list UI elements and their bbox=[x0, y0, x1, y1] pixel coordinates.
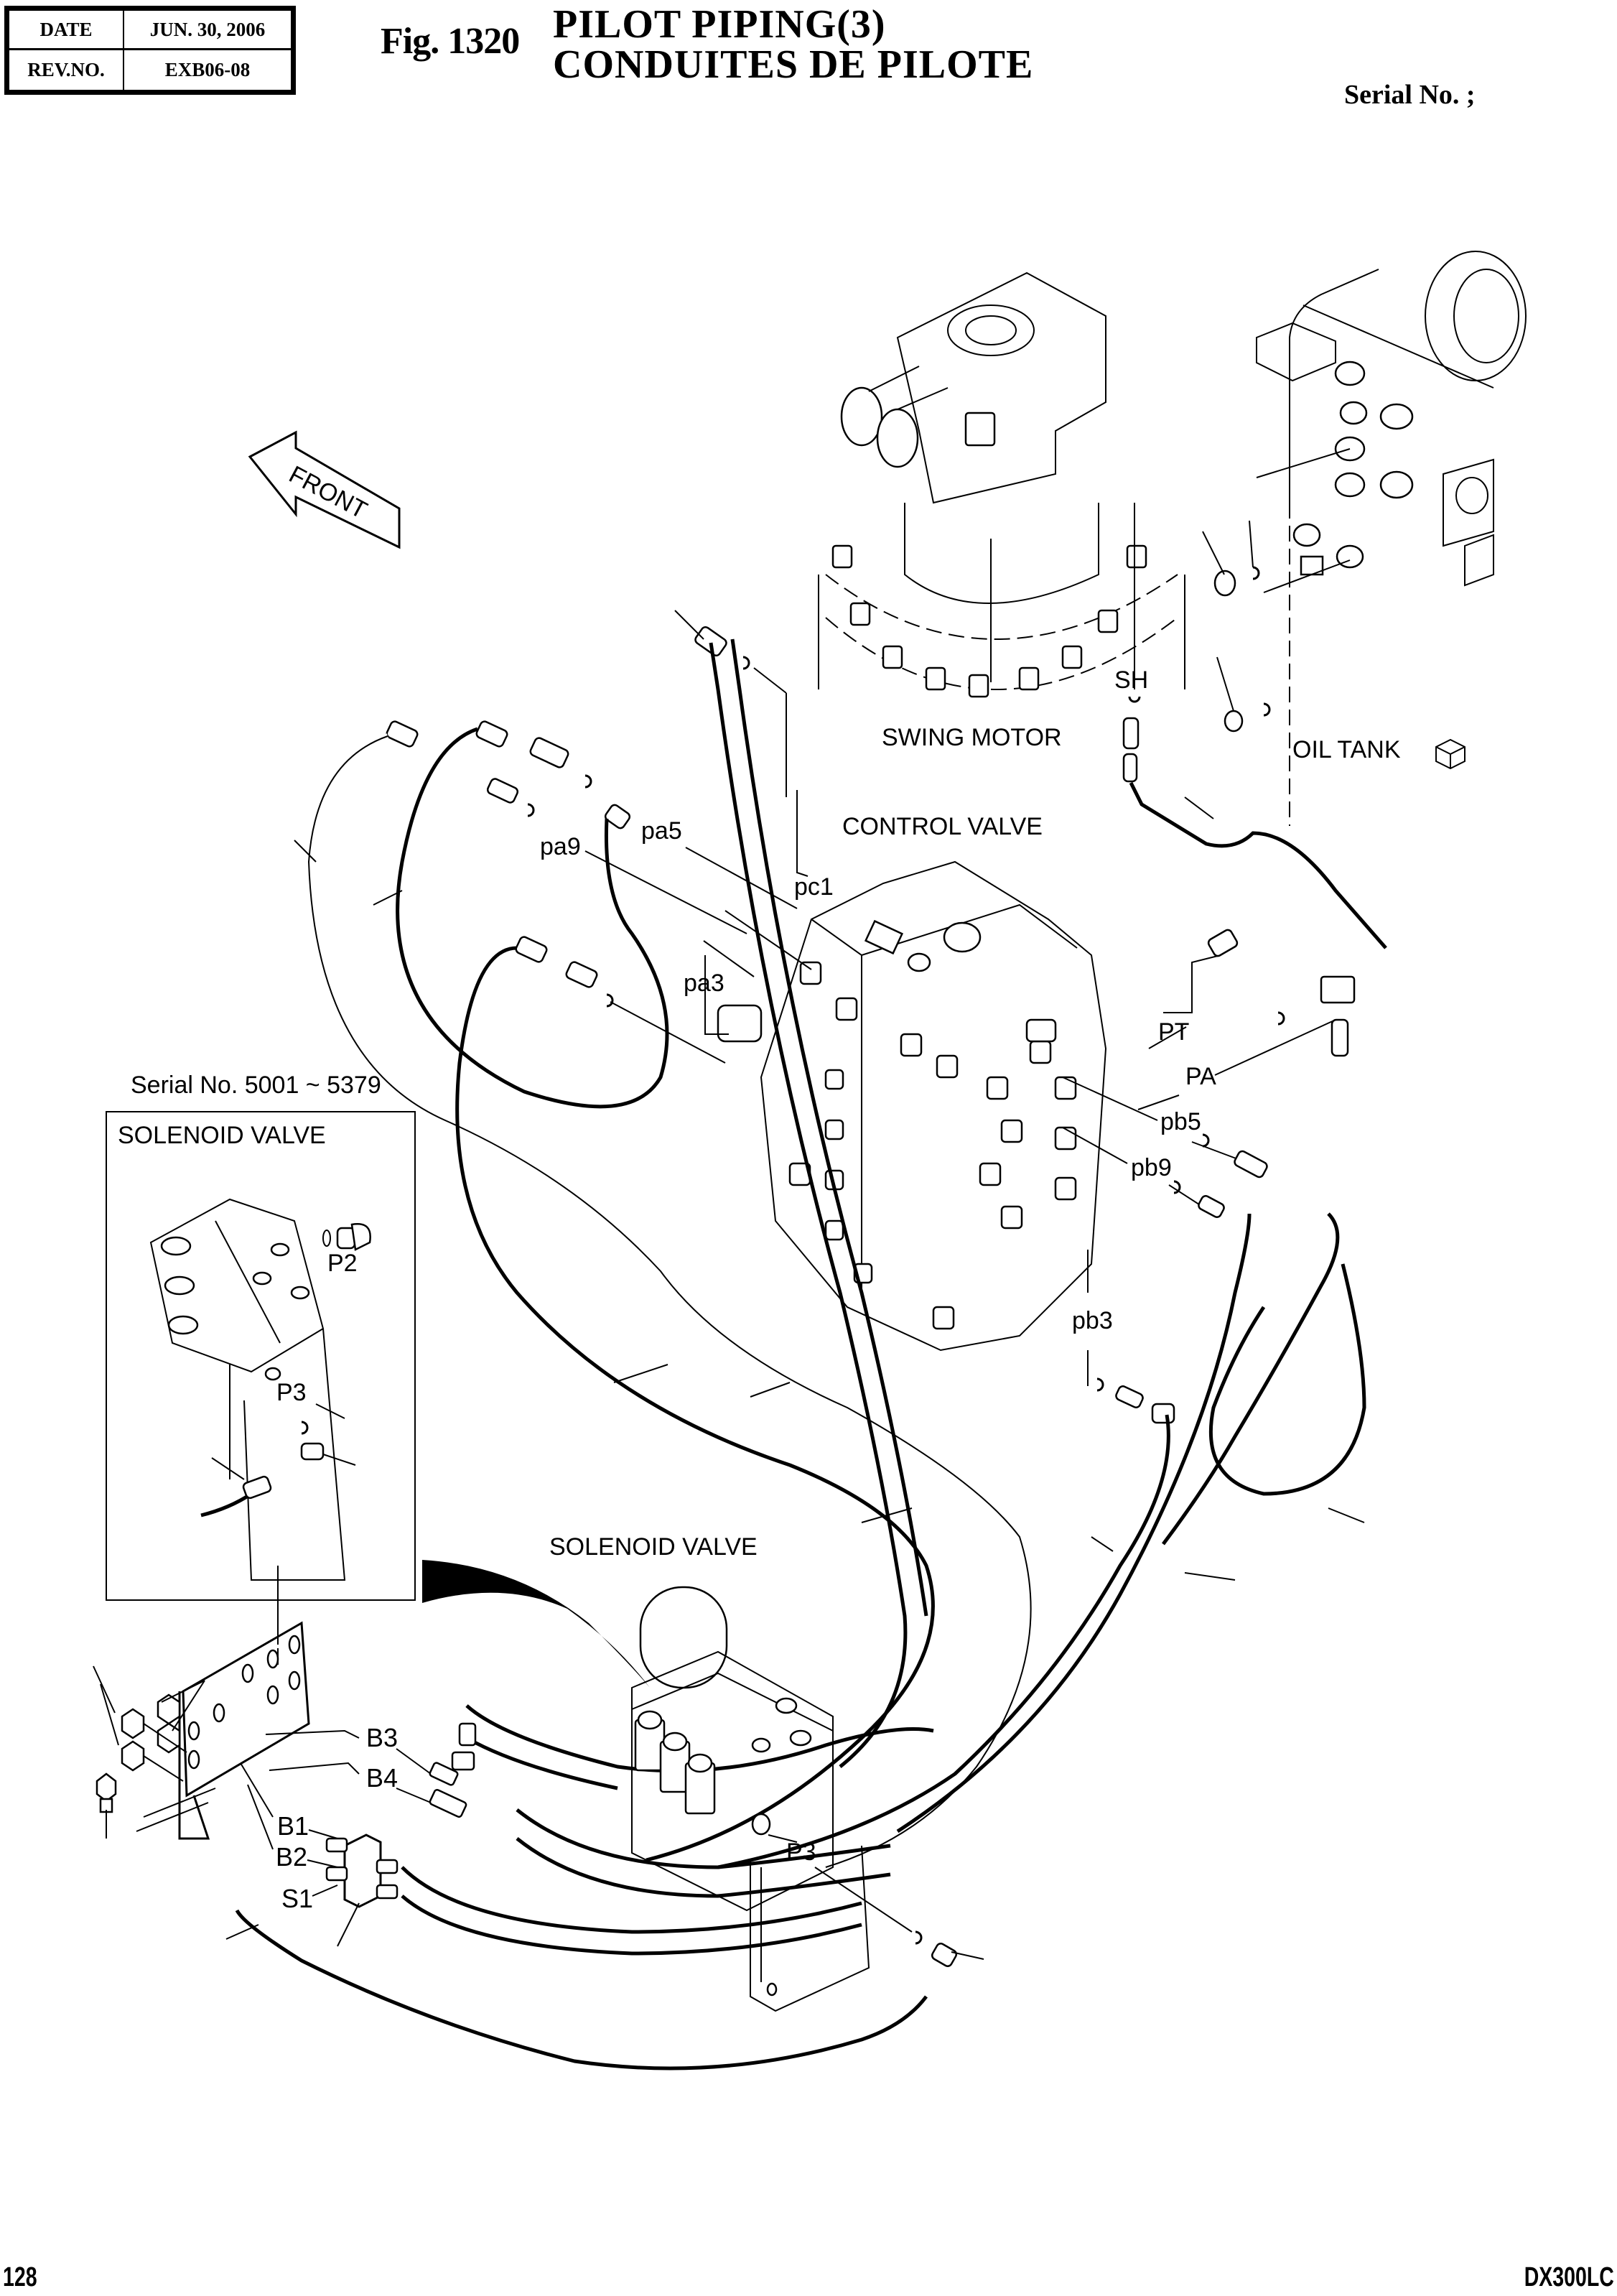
port-label-b4: B4 bbox=[366, 1763, 398, 1793]
port-label-pc1: pc1 bbox=[794, 873, 834, 901]
page-title-english: PILOT PIPING(3) bbox=[553, 2, 886, 47]
port-label-s1: S1 bbox=[281, 1884, 313, 1913]
page-title-french: CONDUITES DE PILOTE bbox=[553, 42, 1034, 87]
revision-value: EXB06-08 bbox=[164, 59, 251, 80]
port-label-b2: B2 bbox=[276, 1842, 307, 1872]
port-label-b3: B3 bbox=[366, 1723, 398, 1752]
cube-icon bbox=[1435, 738, 1465, 770]
solenoid-valve-label: SOLENOID VALVE bbox=[549, 1533, 758, 1561]
port-label-pb5: pb5 bbox=[1160, 1108, 1201, 1135]
revision-info-table: DATE JUN. 30, 2006 REV.NO. EXB06-08 bbox=[4, 6, 296, 95]
p3-elbow-fitting bbox=[915, 1930, 984, 1967]
pa-fittings bbox=[1173, 929, 1356, 1218]
b-port-leaders bbox=[240, 1729, 432, 1897]
port-label-pt: PT bbox=[1158, 1018, 1189, 1046]
port-label-b1: B1 bbox=[277, 1811, 309, 1841]
port-label-pa5: pa5 bbox=[641, 817, 682, 845]
front-direction-arrow: FRONT bbox=[248, 430, 401, 549]
s1-block-fitting bbox=[225, 1722, 477, 1947]
pb3-fitting bbox=[1096, 1377, 1175, 1424]
oil-tank bbox=[1202, 251, 1527, 826]
date-value: JUN. 30, 2006 bbox=[124, 11, 291, 50]
swing-motor-label: SWING MOTOR bbox=[882, 724, 1062, 751]
oil-tank-label: OIL TANK bbox=[1292, 736, 1401, 763]
p3-leader bbox=[768, 1834, 798, 1843]
port-label-pb3: pb3 bbox=[1072, 1307, 1113, 1334]
pilot-hoses bbox=[235, 638, 1366, 2070]
solenoid-valve-assembly bbox=[631, 1586, 870, 2012]
leader-lines bbox=[584, 790, 1336, 1386]
port-label-sh: SH bbox=[1114, 666, 1148, 694]
inset-solenoid-valve-detail bbox=[106, 1111, 416, 1601]
control-valve bbox=[717, 860, 1107, 1352]
date-label: DATE bbox=[9, 11, 124, 50]
inset-solenoid-valve-label: SOLENOID VALVE bbox=[118, 1122, 326, 1149]
port-label-p3: P3 bbox=[786, 1839, 816, 1866]
upper-left-fittings bbox=[386, 626, 787, 1064]
mounting-bracket bbox=[93, 1566, 310, 1840]
front-arrow-label: FRONT bbox=[284, 461, 371, 525]
inset-port-label-p3: P3 bbox=[276, 1379, 307, 1406]
port-label-pa: PA bbox=[1185, 1063, 1216, 1090]
port-label-pb9: pb9 bbox=[1131, 1154, 1172, 1181]
control-valve-label: CONTROL VALVE bbox=[842, 813, 1043, 840]
inset-serial-range: Serial No. 5001 ~ 5379 bbox=[131, 1072, 381, 1099]
sh-fitting bbox=[1122, 696, 1387, 949]
p3-hose-leader bbox=[814, 1867, 913, 1933]
hose-leader-lines bbox=[294, 610, 1365, 1581]
swing-motor bbox=[818, 271, 1185, 698]
inset-port-label-p2: P2 bbox=[327, 1250, 358, 1277]
serial-number-label: Serial No. ; bbox=[1344, 80, 1476, 110]
machine-model: DX300LC bbox=[1524, 2262, 1614, 2292]
port-label-pa3: pa3 bbox=[684, 970, 724, 997]
page-number: 128 bbox=[3, 2262, 37, 2292]
revision-label: REV.NO. bbox=[9, 50, 124, 90]
port-label-pa9: pa9 bbox=[540, 833, 581, 860]
figure-number: Fig. 1320 bbox=[381, 21, 520, 62]
callout-arrow bbox=[422, 1560, 650, 1688]
